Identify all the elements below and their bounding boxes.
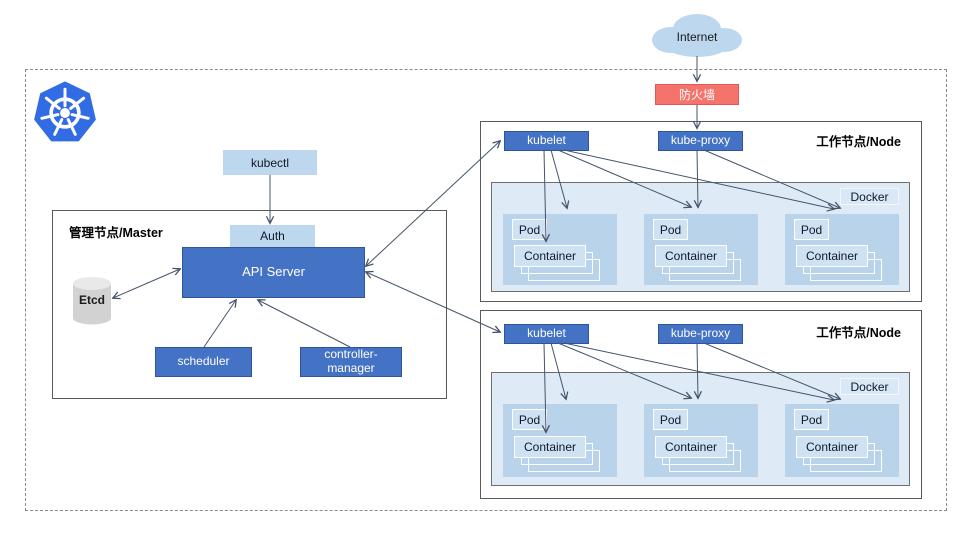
pod-label: Pod xyxy=(653,409,688,430)
firewall-box: 防火墙 xyxy=(655,84,739,105)
container-box: Container xyxy=(514,245,586,267)
node-2-kubelet-box: kubelet xyxy=(504,324,589,344)
worker-node-1-box: 工作节点/Node kubelet kube-proxy Docker Pod … xyxy=(480,121,922,302)
node-1-pod-3: Pod Container xyxy=(785,214,899,285)
pod-label: Pod xyxy=(512,409,547,430)
etcd-label: Etcd xyxy=(78,293,105,307)
node-2-pod-1: Pod Container xyxy=(503,404,617,477)
controller-manager-box: controller-manager xyxy=(300,347,402,377)
worker-node-2-box: 工作节点/Node kubelet kube-proxy Docker Pod … xyxy=(480,310,922,499)
kubernetes-logo-icon xyxy=(32,77,98,149)
container-box: Container xyxy=(796,436,868,458)
pod-label: Pod xyxy=(794,219,829,240)
node-1-kubelet-box: kubelet xyxy=(504,131,589,151)
node-1-pod-2: Pod Container xyxy=(644,214,758,285)
scheduler-box: scheduler xyxy=(155,347,252,377)
node-1-kube-proxy-box: kube-proxy xyxy=(658,131,743,151)
container-box: Container xyxy=(655,245,727,267)
node-1-title: 工作节点/Node xyxy=(816,135,901,149)
internet-cloud: Internet xyxy=(645,10,749,60)
api-server-box: API Server xyxy=(182,247,365,298)
node-2-pod-2: Pod Container xyxy=(644,404,758,477)
node-2-docker-label: Docker xyxy=(840,378,899,395)
pod-label: Pod xyxy=(512,219,547,240)
etcd-cylinder: Etcd xyxy=(73,277,111,325)
auth-box: Auth xyxy=(230,225,315,247)
kubectl-box: kubectl xyxy=(223,150,317,175)
pod-label: Pod xyxy=(653,219,688,240)
container-box: Container xyxy=(796,245,868,267)
pod-label: Pod xyxy=(794,409,829,430)
cluster-dashed-boundary xyxy=(25,69,947,511)
internet-label: Internet xyxy=(676,30,718,44)
node-1-docker-panel: Docker Pod Container Pod Container Pod C… xyxy=(491,182,910,292)
node-1-pod-1: Pod Container xyxy=(503,214,617,285)
node-2-kube-proxy-box: kube-proxy xyxy=(658,324,743,344)
node-2-pod-3: Pod Container xyxy=(785,404,899,477)
node-2-docker-panel: Docker Pod Container Pod Container Pod C… xyxy=(491,372,910,486)
database-icon xyxy=(73,277,111,325)
node-1-docker-label: Docker xyxy=(840,188,899,205)
container-box: Container xyxy=(655,436,727,458)
master-title: 管理节点/Master xyxy=(69,226,163,240)
cloud-icon xyxy=(652,14,742,57)
container-box: Container xyxy=(514,436,586,458)
node-2-title: 工作节点/Node xyxy=(816,326,901,340)
